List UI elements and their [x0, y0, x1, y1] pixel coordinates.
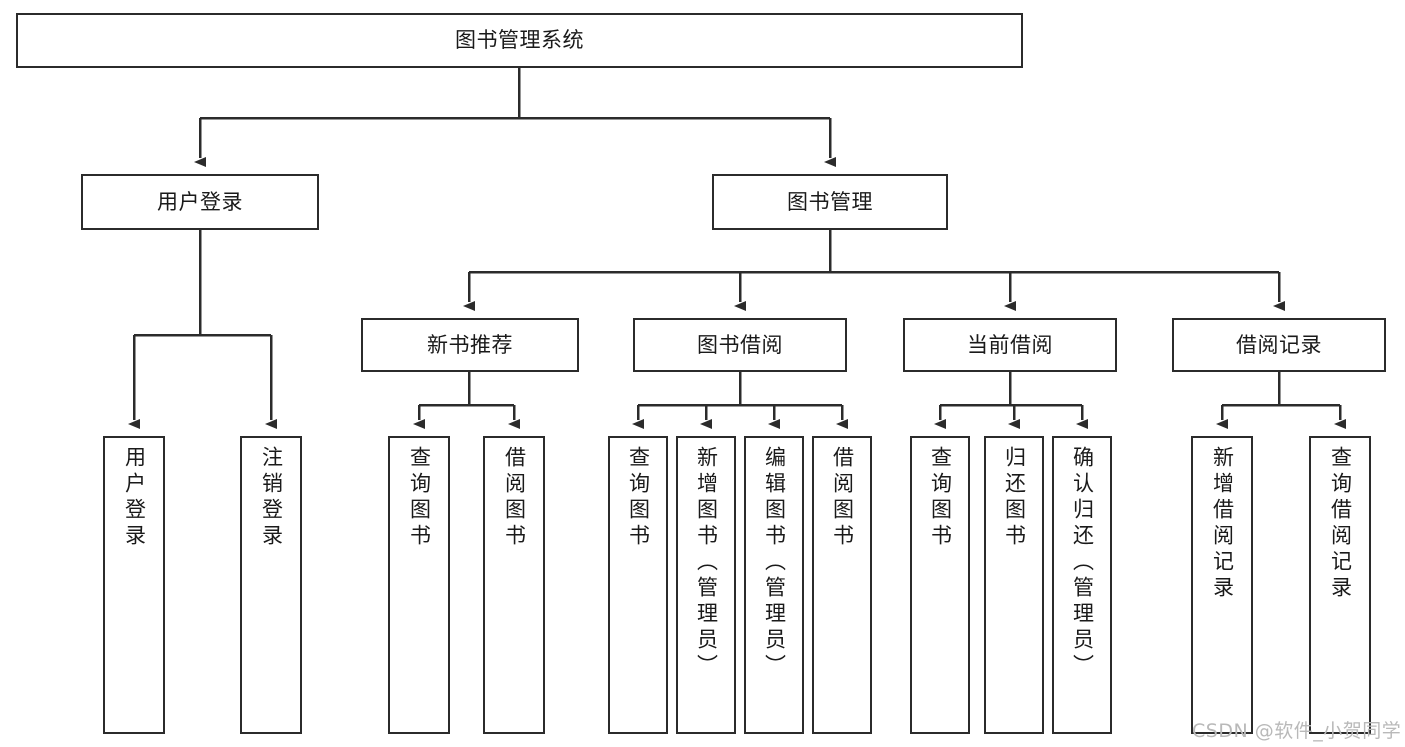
node-current_borrow[interactable]: 当前借阅: [903, 318, 1117, 372]
node-label-leaf_query_book_1: 查询图书: [407, 446, 432, 550]
node-borrow_record[interactable]: 借阅记录: [1172, 318, 1386, 372]
node-label-new_book_rec: 新书推荐: [427, 332, 513, 357]
node-label-borrow_record: 借阅记录: [1236, 332, 1322, 357]
node-label-leaf_borrow_book_2: 借阅图书: [830, 446, 855, 550]
node-new_book_rec[interactable]: 新书推荐: [361, 318, 579, 372]
node-label-leaf_confirm_return: 确认归还（管理员）: [1070, 446, 1095, 680]
node-leaf_query_book_3[interactable]: 查询图书: [910, 436, 970, 734]
node-label-leaf_add_record: 新增借阅记录: [1210, 446, 1235, 602]
node-root[interactable]: 图书管理系统: [16, 13, 1023, 68]
node-leaf_user_logout[interactable]: 注销登录: [240, 436, 302, 734]
node-label-book_borrow: 图书借阅: [697, 332, 783, 357]
node-leaf_add_record[interactable]: 新增借阅记录: [1191, 436, 1253, 734]
node-label-leaf_user_logout: 注销登录: [259, 446, 284, 550]
node-label-leaf_query_book_3: 查询图书: [928, 446, 953, 550]
node-label-user_login: 用户登录: [157, 189, 243, 214]
node-label-leaf_borrow_book_1: 借阅图书: [502, 446, 527, 550]
node-user_login[interactable]: 用户登录: [81, 174, 319, 230]
node-book_manage[interactable]: 图书管理: [712, 174, 948, 230]
node-label-current_borrow: 当前借阅: [967, 332, 1053, 357]
node-leaf_add_book[interactable]: 新增图书（管理员）: [676, 436, 736, 734]
node-label-leaf_return_book: 归还图书: [1002, 446, 1027, 550]
node-book_borrow[interactable]: 图书借阅: [633, 318, 847, 372]
node-label-book_manage: 图书管理: [787, 189, 873, 214]
node-label-leaf_user_login: 用户登录: [122, 446, 147, 550]
node-leaf_borrow_book_1[interactable]: 借阅图书: [483, 436, 545, 734]
node-leaf_edit_book[interactable]: 编辑图书（管理员）: [744, 436, 804, 734]
node-leaf_query_book_1[interactable]: 查询图书: [388, 436, 450, 734]
node-leaf_borrow_book_2[interactable]: 借阅图书: [812, 436, 872, 734]
node-leaf_confirm_return[interactable]: 确认归还（管理员）: [1052, 436, 1112, 734]
node-label-root: 图书管理系统: [455, 28, 584, 52]
node-label-leaf_add_book: 新增图书（管理员）: [694, 446, 719, 680]
node-label-leaf_query_book_2: 查询图书: [626, 446, 651, 550]
node-label-leaf_edit_book: 编辑图书（管理员）: [762, 446, 787, 680]
node-label-leaf_query_record: 查询借阅记录: [1328, 446, 1353, 602]
node-leaf_return_book[interactable]: 归还图书: [984, 436, 1044, 734]
node-leaf_user_login[interactable]: 用户登录: [103, 436, 165, 734]
node-leaf_query_book_2[interactable]: 查询图书: [608, 436, 668, 734]
node-leaf_query_record[interactable]: 查询借阅记录: [1309, 436, 1371, 734]
